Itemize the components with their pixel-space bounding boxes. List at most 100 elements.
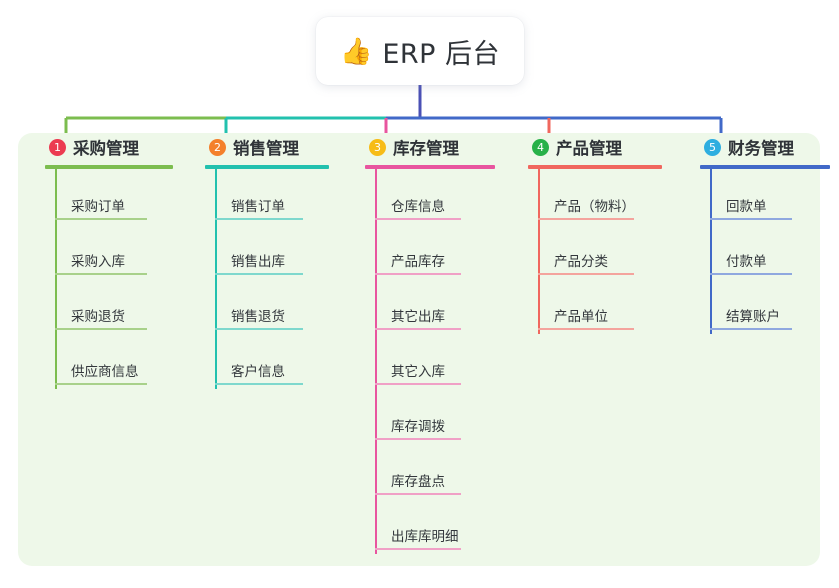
branch-item-underline [710, 273, 792, 275]
branch-item[interactable]: 出库库明细 [375, 499, 495, 554]
branch-title-5: 财务管理 [728, 139, 794, 158]
branch-item-underline [375, 438, 461, 440]
branch-item[interactable]: 产品单位 [538, 279, 662, 334]
branch-item[interactable]: 付款单 [710, 224, 830, 279]
branch-stem-3 [375, 169, 377, 554]
branch-item-label: 产品单位 [554, 309, 608, 325]
branch-item[interactable]: 产品（物料） [538, 169, 662, 224]
branch-item-underline [710, 218, 792, 220]
branch-item[interactable]: 采购入库 [55, 224, 173, 279]
branch-title-1: 采购管理 [73, 139, 139, 158]
branch-item[interactable]: 采购退货 [55, 279, 173, 334]
branch-item-label: 产品分类 [554, 254, 608, 270]
branch-item-label: 结算账户 [726, 309, 780, 325]
branch-item-underline [538, 218, 634, 220]
branch-item[interactable]: 产品分类 [538, 224, 662, 279]
branch-item-label: 供应商信息 [71, 364, 139, 380]
branch-stem-2 [215, 169, 217, 389]
branch-underline-1 [45, 165, 173, 169]
branch-item-label: 产品库存 [391, 254, 445, 270]
branch-item[interactable]: 采购订单 [55, 169, 173, 224]
branch-badge-2-icon: 2 [209, 138, 226, 156]
branch-item-underline [215, 273, 303, 275]
branch-item-underline [55, 328, 147, 330]
branch-item-underline [55, 218, 147, 220]
branch-item-label: 销售退货 [231, 309, 285, 325]
branch-item-label: 销售出库 [231, 254, 285, 270]
branch-item-underline [375, 218, 461, 220]
branch-items-2: 销售订单销售出库销售退货客户信息 [215, 169, 329, 389]
branch-item-label: 销售订单 [231, 199, 285, 215]
thumbs-up-icon: 👍 [339, 37, 373, 67]
branch-badge-3-icon: 3 [369, 138, 386, 156]
branch-item-underline [538, 328, 634, 330]
root-title: ERP 后台 [382, 38, 501, 70]
branch-item-underline [215, 218, 303, 220]
branch-underline-4 [528, 165, 662, 169]
branch-item[interactable]: 销售订单 [215, 169, 329, 224]
branch-items-1: 采购订单采购入库采购退货供应商信息 [55, 169, 173, 389]
branch-title-4: 产品管理 [556, 139, 622, 158]
branch-item-label: 客户信息 [231, 364, 285, 380]
branch-header-3[interactable]: 3 库存管理 [365, 133, 495, 161]
branch-item[interactable]: 其它出库 [375, 279, 495, 334]
branch-item[interactable]: 客户信息 [215, 334, 329, 389]
branch-header-2[interactable]: 2 销售管理 [205, 133, 329, 161]
branch-item-label: 采购订单 [71, 199, 125, 215]
branch-underline-2 [205, 165, 329, 169]
branch-item-label: 产品（物料） [554, 199, 635, 215]
branch-item[interactable]: 库存调拨 [375, 389, 495, 444]
branch-item[interactable]: 产品库存 [375, 224, 495, 279]
branch-item-underline [55, 383, 147, 385]
branch-item-label: 出库库明细 [391, 529, 459, 545]
branch-item-label: 付款单 [726, 254, 767, 270]
branch-item[interactable]: 仓库信息 [375, 169, 495, 224]
branch-item-label: 库存调拨 [391, 419, 445, 435]
branch-badge-5-icon: 5 [704, 138, 721, 156]
branch-item[interactable]: 回款单 [710, 169, 830, 224]
branch-title-3: 库存管理 [393, 139, 459, 158]
branch-item[interactable]: 销售出库 [215, 224, 329, 279]
branch-items-5: 回款单付款单结算账户 [710, 169, 830, 334]
branch-item-label: 采购入库 [71, 254, 125, 270]
branch-item-underline [375, 548, 461, 550]
branch-stem-4 [538, 169, 540, 334]
branch-item-label: 采购退货 [71, 309, 125, 325]
branch-underline-3 [365, 165, 495, 169]
branch-item-underline [375, 383, 461, 385]
branch-item[interactable]: 库存盘点 [375, 444, 495, 499]
branch-items-3: 仓库信息产品库存其它出库其它入库库存调拨库存盘点出库库明细 [375, 169, 495, 554]
branch-item-underline [375, 328, 461, 330]
root-node[interactable]: 👍 ERP 后台 [316, 17, 524, 85]
branch-underline-5 [700, 165, 830, 169]
branch-header-5[interactable]: 5 财务管理 [700, 133, 830, 161]
branch-item-underline [215, 383, 303, 385]
branch-title-2: 销售管理 [233, 139, 299, 158]
branch-item-label: 其它入库 [391, 364, 445, 380]
branch-item-underline [710, 328, 792, 330]
branch-item-underline [375, 493, 461, 495]
branch-badge-4-icon: 4 [532, 138, 549, 156]
branch-item-label: 其它出库 [391, 309, 445, 325]
branch-items-4: 产品（物料） 产品分类产品单位 [538, 169, 662, 334]
branch-item-underline [538, 273, 634, 275]
branch-stem-1 [55, 169, 57, 389]
branch-column-2: 2 销售管理销售订单销售出库销售退货客户信息 [205, 133, 329, 389]
branch-item-underline [375, 273, 461, 275]
branch-header-4[interactable]: 4 产品管理 [528, 133, 662, 161]
branch-item[interactable]: 销售退货 [215, 279, 329, 334]
branch-stem-5 [710, 169, 712, 334]
branch-item-label: 仓库信息 [391, 199, 445, 215]
branch-column-3: 3 库存管理仓库信息产品库存其它出库其它入库库存调拨库存盘点出库库明细 [365, 133, 495, 554]
branch-item[interactable]: 结算账户 [710, 279, 830, 334]
branch-item[interactable]: 其它入库 [375, 334, 495, 389]
branch-item-label: 回款单 [726, 199, 767, 215]
branch-item-label: 库存盘点 [391, 474, 445, 490]
branch-item-underline [215, 328, 303, 330]
branch-column-4: 4 产品管理产品（物料） 产品分类产品单位 [528, 133, 662, 334]
branch-item[interactable]: 供应商信息 [55, 334, 173, 389]
branch-column-5: 5 财务管理回款单付款单结算账户 [700, 133, 830, 334]
